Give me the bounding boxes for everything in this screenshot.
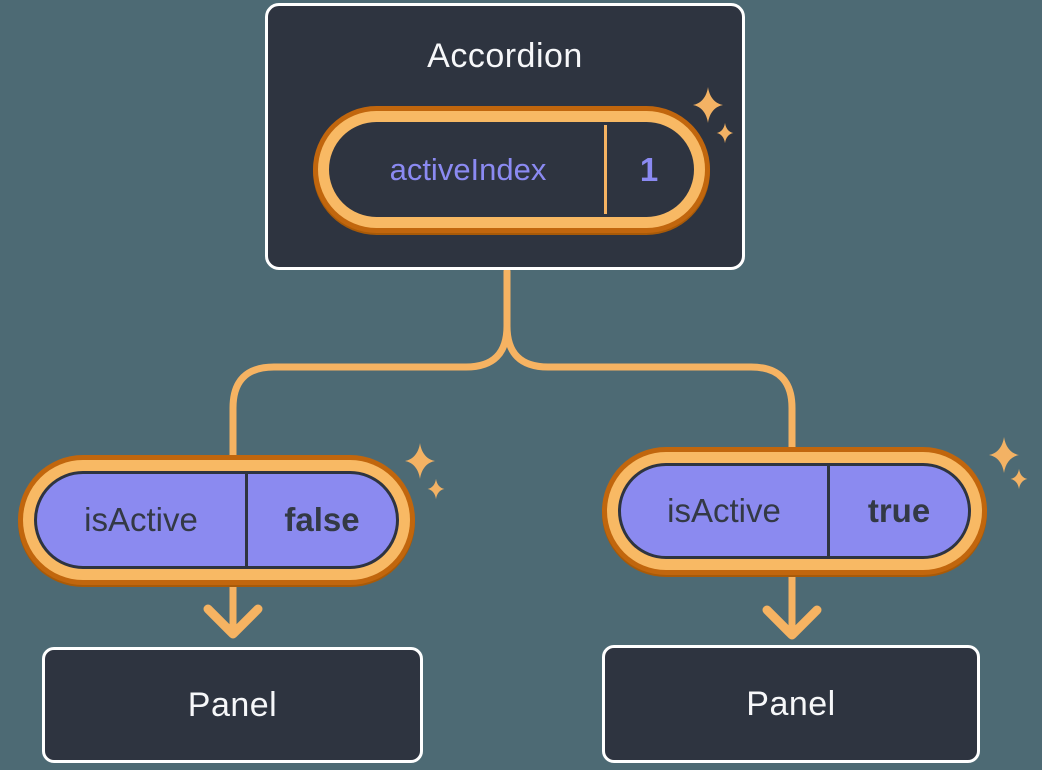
prop-pill-ring: isActive false — [23, 460, 410, 580]
sparkle-icon — [427, 478, 445, 500]
arrow-down-icon — [762, 605, 822, 640]
panel-label: Panel — [746, 684, 836, 723]
prop-value-label: false — [284, 501, 360, 538]
prop-pill-isactive-right: isActive true — [602, 447, 987, 575]
state-name-label: activeIndex — [389, 151, 547, 187]
pill-divider — [827, 466, 830, 556]
prop-name-label: isActive — [667, 492, 781, 529]
sparkle-icon — [989, 437, 1019, 473]
sparkle-icon — [693, 87, 723, 123]
state-pill-activeindex: activeIndex 1 — [313, 106, 710, 233]
prop-pill-isactive-left: isActive false — [18, 455, 415, 585]
prop-value-label: true — [867, 492, 931, 529]
state-value-label: 1 — [639, 150, 659, 188]
arrow-down-icon — [203, 604, 263, 639]
connector-branch-left — [229, 322, 511, 462]
sparkle-icon — [1010, 468, 1028, 490]
prop-name-label: isActive — [84, 501, 198, 538]
sparkle-icon — [405, 443, 435, 479]
panel-node-right: Panel — [602, 645, 980, 763]
state-pill-ring: activeIndex 1 — [318, 111, 705, 228]
accordion-node: Accordion activeIndex 1 — [265, 3, 745, 270]
prop-pill-ring: isActive true — [607, 452, 982, 570]
panel-node-left: Panel — [42, 647, 423, 763]
pill-divider — [604, 125, 607, 214]
panel-label: Panel — [187, 685, 278, 724]
pill-divider — [245, 474, 248, 566]
connector-branch-right — [503, 322, 796, 454]
node-title: Accordion — [427, 37, 583, 75]
sparkle-icon — [716, 122, 734, 144]
